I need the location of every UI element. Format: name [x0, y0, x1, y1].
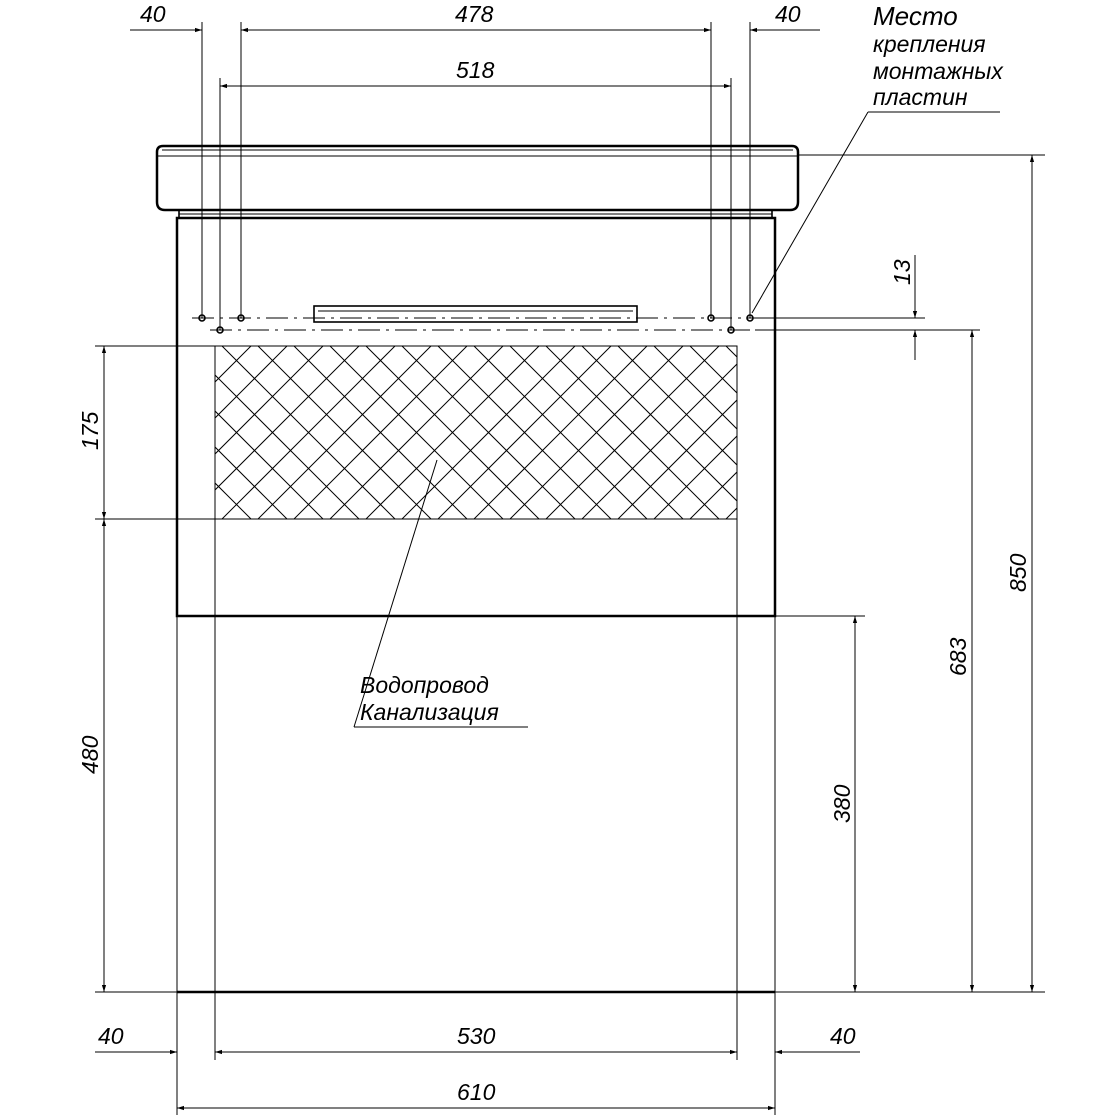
hatch-line: [834, 346, 1007, 519]
hatch-line: [401, 346, 576, 519]
dim-bottom-left-40: 40: [98, 1023, 124, 1049]
hatch-line: [329, 346, 504, 519]
dim-bottom-right-40: 40: [830, 1023, 856, 1049]
hatch-line: [215, 346, 252, 383]
dim-pipe-380: 380: [829, 784, 855, 823]
wall-area-lines: [95, 519, 1045, 1060]
hatch-line: [509, 346, 684, 519]
mount-label-line2: крепления: [873, 31, 986, 57]
hatch-line: [762, 346, 935, 519]
hatch-line: [581, 363, 737, 519]
hatch-line: [906, 346, 1079, 519]
hatch-line: [545, 346, 720, 519]
hatch-line: [725, 346, 737, 358]
hatch-line: [834, 346, 1007, 519]
hatch-line: [215, 346, 288, 419]
hatch-line: [473, 346, 648, 519]
drawer-handle: [313, 305, 638, 323]
hatch-line: [215, 346, 216, 347]
hatch-line: [365, 346, 540, 519]
pipe-leader: [353, 459, 528, 728]
bottom-dimensions: [95, 992, 860, 1115]
hatch-line: [437, 346, 612, 519]
dim-hole-13: 13: [889, 259, 915, 285]
mount-leader: [751, 111, 1000, 314]
mount-label-line3: монтажных: [873, 58, 1004, 84]
hatch-line: [762, 346, 935, 519]
left-dimensions: [95, 345, 215, 992]
dim-plate-683: 683: [945, 637, 971, 676]
mount-label-line1: Место: [873, 1, 958, 31]
hatch-line: [798, 346, 971, 519]
hatch-line: [689, 471, 737, 519]
hatch-line: [798, 346, 971, 519]
hatch-line: [215, 346, 360, 491]
hatch-line: [906, 346, 1079, 519]
hatch-line: [653, 435, 737, 519]
dim-top-478: 478: [455, 1, 494, 27]
dim-total-850: 850: [1005, 553, 1031, 592]
hatch-line: [725, 507, 737, 519]
pipe-label-line1: Водопровод: [360, 672, 489, 698]
hatch-line: [215, 446, 288, 519]
mounting-center-lines: [192, 317, 770, 331]
hatch-line: [653, 346, 737, 430]
dim-band-175: 175: [77, 411, 103, 450]
hatch-line: [215, 482, 252, 519]
dim-top-left-40: 40: [140, 1, 166, 27]
dim-top-right-40: 40: [775, 1, 801, 27]
hatch-line: [257, 346, 432, 519]
top-dimensions: [130, 22, 820, 330]
cabinet-body: [175, 216, 777, 618]
mount-label-line4: пластин: [873, 84, 968, 110]
dim-lower-480: 480: [77, 735, 103, 774]
countertop: [155, 144, 800, 218]
hatch-line: [617, 399, 737, 519]
hatched-utility-zone: [214, 345, 1079, 520]
right-dimensions: [737, 154, 1045, 992]
hatch-line: [870, 346, 1043, 519]
dim-plate-518: 518: [456, 57, 495, 83]
hatch-line: [215, 518, 216, 519]
hatch-line: [221, 346, 396, 519]
hatch-line: [870, 346, 1043, 519]
hatch-line: [215, 346, 324, 455]
hatch-line: [293, 346, 468, 519]
dim-bottom-530: 530: [457, 1023, 496, 1049]
pipe-label-line2: Канализация: [360, 699, 499, 725]
hatch-line: [689, 346, 737, 394]
dim-overall-610: 610: [457, 1079, 496, 1105]
